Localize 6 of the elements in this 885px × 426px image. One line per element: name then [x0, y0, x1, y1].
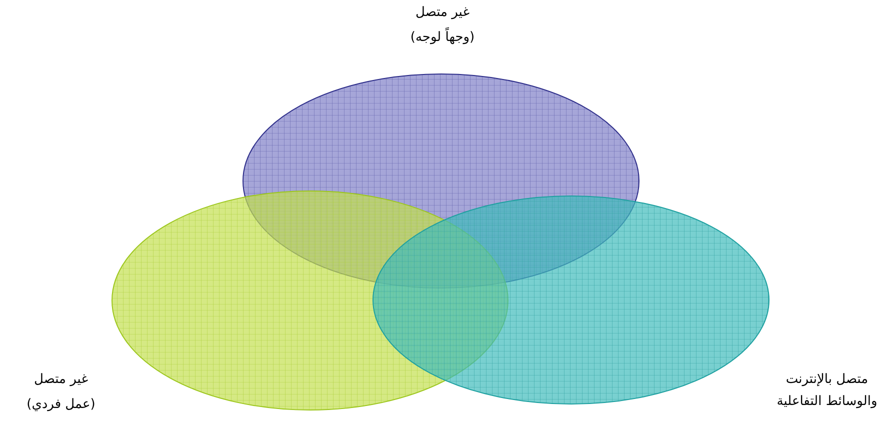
set-label: (وجهاً لوجه) — [370, 27, 515, 49]
set-label: متصل بالإنترنت والوسائط التفاعلية — [776, 371, 878, 411]
set-label: غير متصل — [414, 4, 471, 22]
set-label: غير متصل — [32, 371, 90, 389]
venn-ellipse — [372, 195, 770, 405]
set-label: (عمل فردي) — [26, 396, 96, 414]
